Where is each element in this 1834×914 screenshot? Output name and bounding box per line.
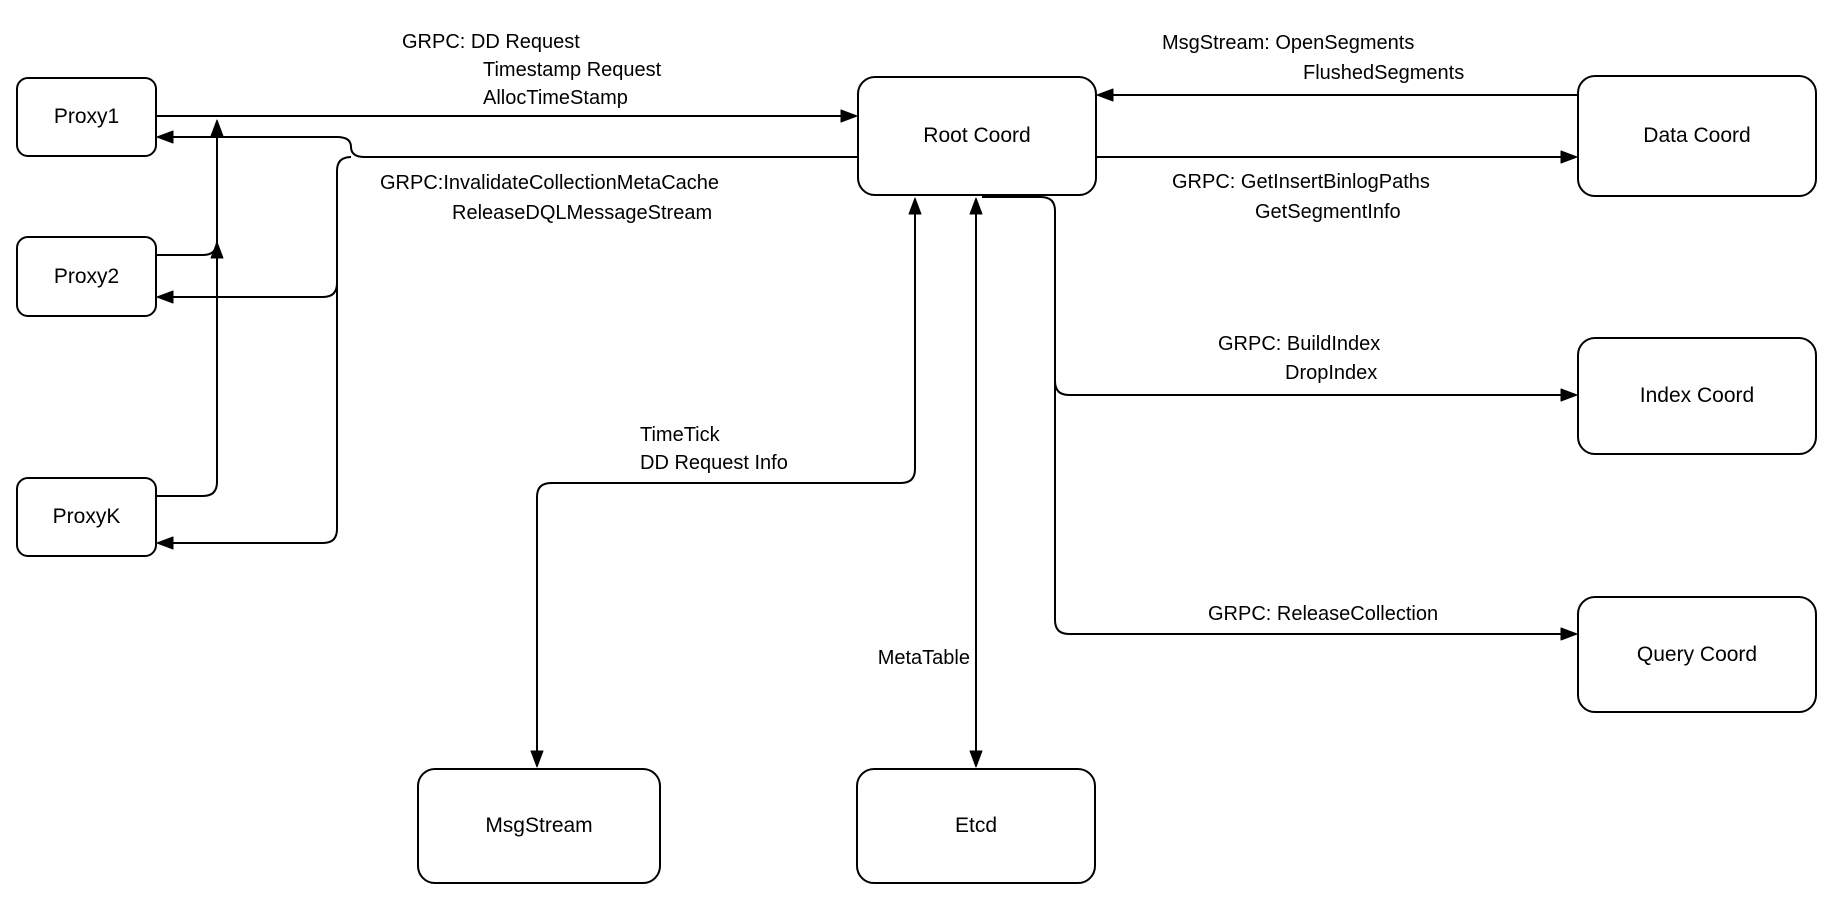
node-root-coord-label: Root Coord xyxy=(923,124,1031,147)
node-etcd: Etcd xyxy=(856,768,1096,884)
arrowhead-into-msgstream xyxy=(530,750,544,768)
node-index-coord-label: Index Coord xyxy=(1639,384,1755,407)
edge-root-coord-to-proxyk xyxy=(172,156,352,544)
node-data-coord-label: Data Coord xyxy=(1643,124,1751,147)
node-root-coord: Root Coord xyxy=(857,76,1097,196)
arrowhead-into-root-coord-left xyxy=(840,109,858,123)
edge-root-coord-to-index-coord xyxy=(1054,380,1562,396)
edge-label-meta-table: MetaTable xyxy=(877,647,970,669)
edge-label-invalidate-line2: ReleaseDQLMessageStream xyxy=(452,202,713,224)
arrowhead-into-data-coord xyxy=(1560,150,1578,164)
arrowhead-into-proxy1 xyxy=(156,130,174,144)
edge-root-coord-to-proxy2 xyxy=(172,282,338,298)
edge-label-dd-request-line1: GRPC: DD Request xyxy=(402,31,580,53)
edge-label-get-insert-binlog-line1: GRPC: GetInsertBinlogPaths xyxy=(1172,171,1430,193)
edge-label-dd-request-line3: AllocTimeStamp xyxy=(483,87,628,109)
edge-proxy2-out xyxy=(157,240,218,256)
arrowhead-into-query-coord xyxy=(1560,627,1578,641)
edge-label-get-insert-binlog-line2: GetSegmentInfo xyxy=(1255,201,1401,223)
node-query-coord: Query Coord xyxy=(1577,596,1817,713)
node-proxy2-label: Proxy2 xyxy=(53,264,120,288)
node-proxy1: Proxy1 xyxy=(16,77,157,157)
arrowhead-into-index-coord xyxy=(1560,388,1578,402)
node-msgstream-label: MsgStream xyxy=(485,814,593,837)
edge-label-release-collection: GRPC: ReleaseCollection xyxy=(1208,603,1439,625)
node-msgstream: MsgStream xyxy=(417,768,661,884)
arrowhead-into-root-coord-right xyxy=(1096,88,1114,102)
edge-label-open-segments-line2: FlushedSegments xyxy=(1303,62,1465,84)
node-index-coord: Index Coord xyxy=(1577,337,1817,455)
arrowhead-metatable-into-root-coord xyxy=(969,197,983,215)
edge-root-coord-to-query-coord xyxy=(982,196,1562,635)
arrowhead-proxy-merge-mid xyxy=(210,241,224,259)
edge-label-invalidate-line1: GRPC:InvalidateCollectionMetaCache xyxy=(380,172,720,194)
arrowhead-into-proxyk xyxy=(156,536,174,550)
edge-label-build-index-line1: GRPC: BuildIndex xyxy=(1218,333,1381,355)
edge-proxyk-out xyxy=(157,481,218,497)
edge-label-build-index-line2: DropIndex xyxy=(1285,362,1378,384)
arrowhead-into-proxy2 xyxy=(156,290,174,304)
node-query-coord-label: Query Coord xyxy=(1636,642,1758,666)
node-proxyk: ProxyK xyxy=(16,477,157,557)
edge-root-coord-msgstream xyxy=(536,213,916,752)
arrowhead-into-etcd xyxy=(969,750,983,768)
node-proxy1-label: Proxy1 xyxy=(53,105,120,128)
edge-label-time-tick-line2: DD Request Info xyxy=(640,452,788,474)
node-data-coord: Data Coord xyxy=(1577,75,1817,197)
arrowhead-proxy-merge-top xyxy=(210,119,224,137)
node-proxyk-label: ProxyK xyxy=(52,505,121,528)
edge-label-open-segments-line1: MsgStream: OpenSegments xyxy=(1162,32,1415,54)
edge-label-time-tick-line1: TimeTick xyxy=(640,424,720,446)
node-etcd-label: Etcd xyxy=(954,814,998,837)
node-proxy2: Proxy2 xyxy=(16,236,157,317)
edge-root-coord-to-proxy1 xyxy=(172,136,857,158)
edge-label-dd-request-line2: Timestamp Request xyxy=(483,59,662,81)
arrowhead-timetick-into-root-coord xyxy=(908,197,922,215)
